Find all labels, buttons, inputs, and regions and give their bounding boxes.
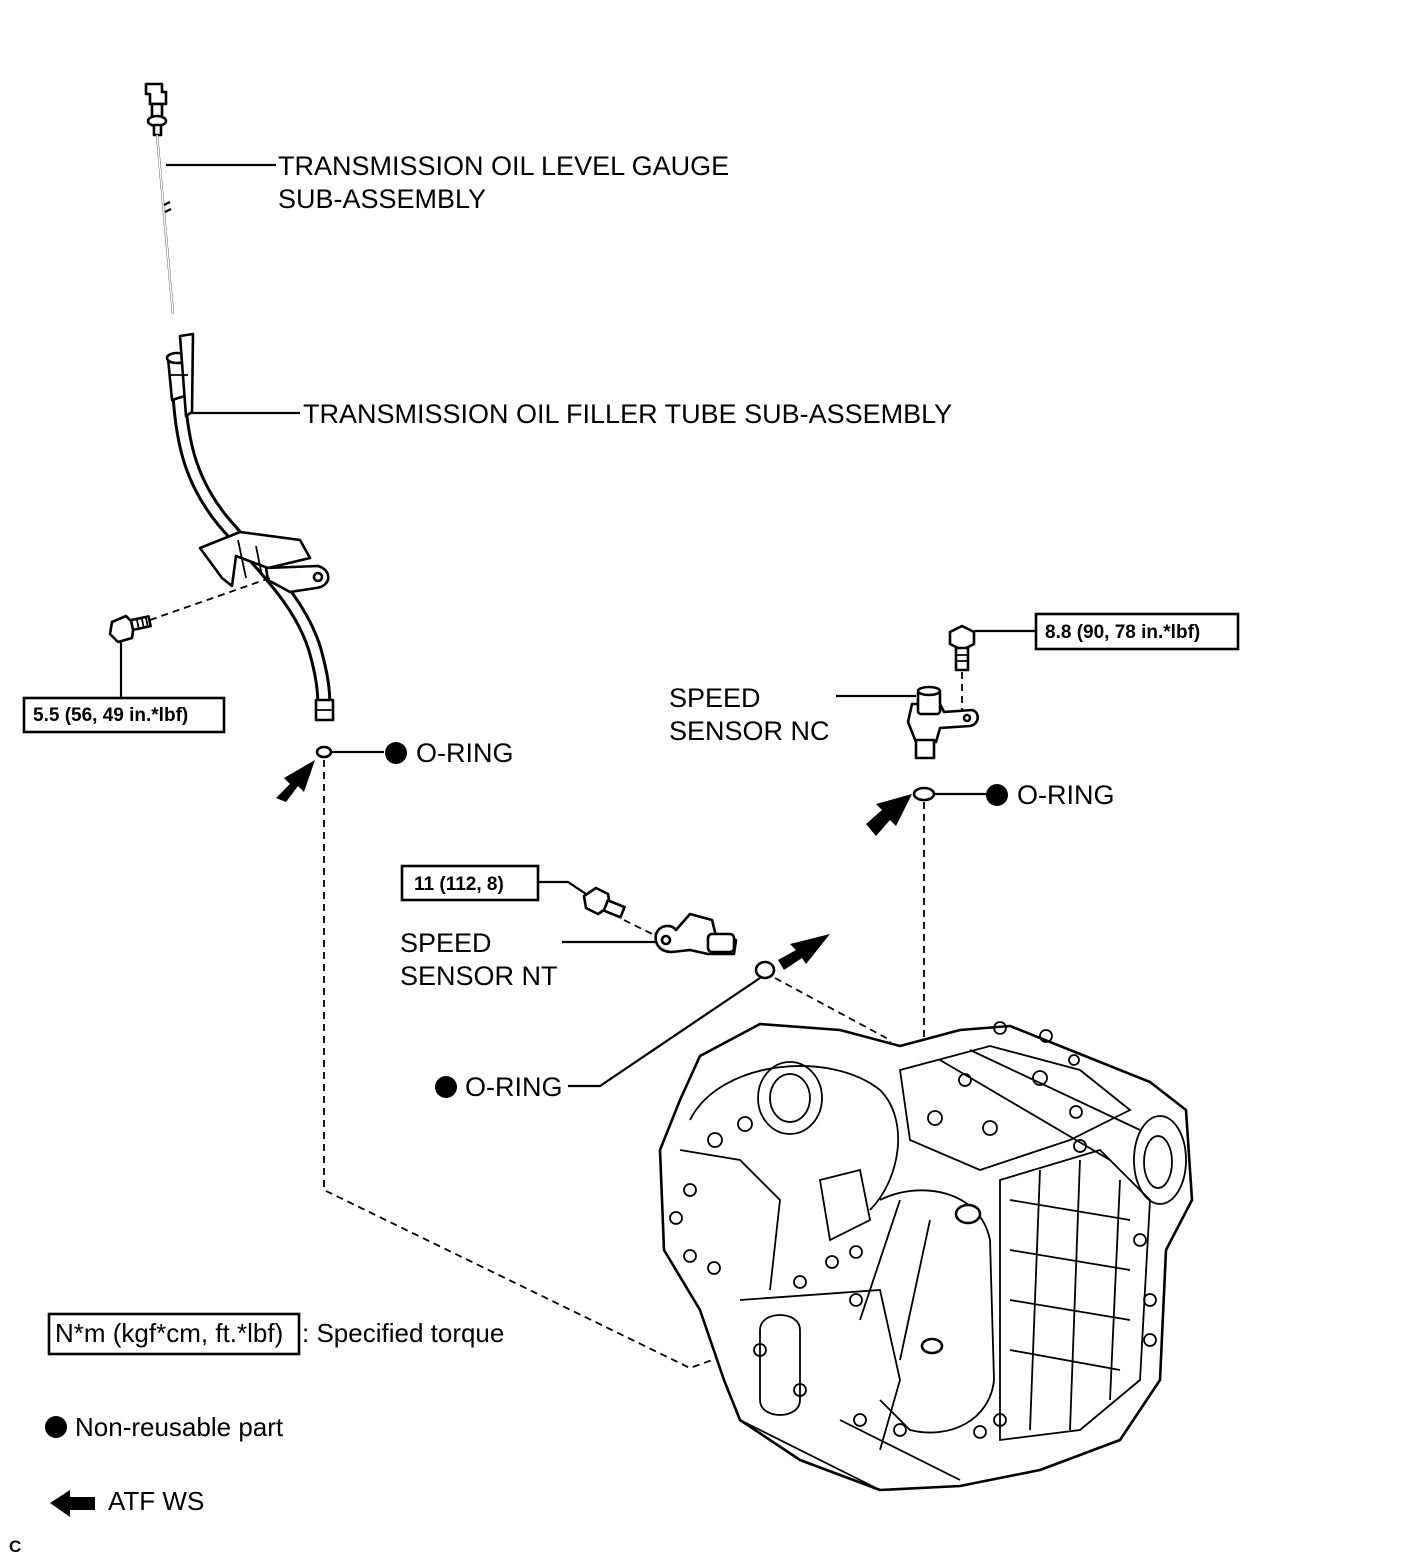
speed-nc-oring [912,786,936,802]
legend-torque-units: N*m (kgf*cm, ft.*lbf) [55,1318,283,1348]
legend-atf: ATF WS [108,1486,204,1516]
nc-bolt-torque: 8.8 (90, 78 in.*lbf) [1045,622,1200,643]
nonreusable-icon [45,1416,67,1438]
filler-bolt-torque: 5.5 (56, 49 in.*lbf) [33,705,188,726]
oring-label-2: O-RING [1017,780,1115,810]
nonreusable-mark-icon [385,742,407,764]
nt-bolt-torque: 11 (112, 8) [414,874,504,895]
legend-torque-box [47,1312,301,1356]
oring-label-3: O-RING [465,1072,563,1102]
nt-bolt-leader [538,880,593,899]
nonreusable-mark-icon [435,1076,457,1098]
oring-label-1: O-RING [416,738,514,768]
nt-bolt-torque-box [400,864,540,902]
atf-arrow-icon [276,760,315,802]
corner-mark: C [9,1537,21,1556]
filler-tube-oring [315,745,333,759]
legend-torque-text: : Specified torque [302,1318,504,1348]
legend: N*m (kgf*cm, ft.*lbf) : Specified torque… [45,1312,504,1517]
speed-nt-label-line1: SPEED [400,928,492,958]
filler-bolt-torque-box [22,696,226,734]
filler-bolt-dashline [149,577,271,621]
gauge-label-line1: TRANSMISSION OIL LEVEL GAUGE [278,151,729,181]
transaxle-case [658,1021,1194,1492]
legend-nonreusable: Non-reusable part [75,1412,284,1442]
atf-arrow-icon [866,794,912,836]
nonreusable-mark-icon [986,784,1008,806]
oil-filler-tube [165,332,335,722]
speed-sensor-nt-bolt [582,886,626,919]
speed-sensor-nt [654,912,738,956]
speed-nc-label-line2: SENSOR NC [669,716,830,746]
filler-tube-bolt [108,614,152,644]
gauge-label-line2: SUB-ASSEMBLY [278,184,486,214]
atf-arrow-icon [778,934,830,970]
nt-oring-leader [568,977,761,1088]
arrow-icon [50,1490,95,1517]
speed-nc-label-line1: SPEED [669,683,761,713]
speed-sensor-nc-bolt [948,624,976,672]
nt-bolt-dashline [623,919,661,939]
filler-tube-label: TRANSMISSION OIL FILLER TUBE SUB-ASSEMBL… [303,399,952,429]
speed-nt-label-line2: SENSOR NT [400,961,558,991]
speed-nt-oring [754,960,776,980]
nc-bolt-torque-box [1034,612,1240,651]
speed-sensor-nc [906,685,980,760]
oil-level-gauge [144,82,175,315]
